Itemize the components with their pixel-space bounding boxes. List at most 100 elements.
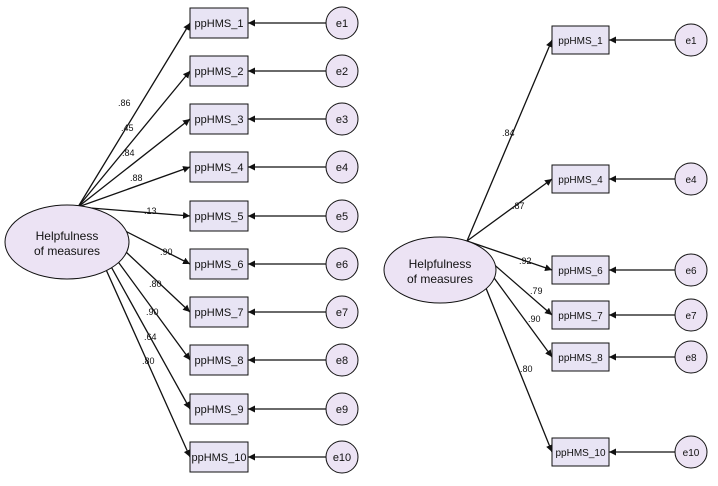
indicator-box [189,103,249,135]
error-term-circle [325,54,359,88]
error-term-label: e4 [336,162,348,174]
indicator-box [189,393,249,425]
loading-value: .13 [144,206,157,216]
loading-path [77,118,191,208]
loading-path [466,39,553,242]
loading-value: .79 [530,286,543,296]
error-term-circle [325,343,359,377]
loading-path [77,206,191,219]
latent-variable-helpfulness [383,236,497,304]
error-term-label: e1 [336,18,348,30]
error-term-label: e4 [685,175,697,186]
indicator-box [551,342,610,372]
error-term-circle [674,162,708,196]
latent-label-line1: Helpfulness [36,229,99,243]
loading-value: .92 [519,256,532,266]
error-term-circle [674,298,708,332]
indicator-label: ppHMS_9 [195,404,244,416]
loading-value: .88 [130,173,143,183]
latent-label-line2: of measures [407,272,473,286]
indicator-label: ppHMS_10 [555,448,605,459]
indicator-label: ppHMS_6 [558,266,603,277]
right-loading-paths [466,39,553,453]
right-measurement-model: Helpfulness of measures ppHMS_1ppHMS_4pp… [383,23,708,469]
loading-path [77,22,191,208]
indicator-label: ppHMS_5 [195,211,244,223]
loading-path [77,166,191,208]
error-term-label: e2 [336,66,348,78]
error-term-circle [674,340,708,374]
indicator-box [189,248,249,280]
indicator-box [189,344,249,376]
error-term-label: e8 [685,353,697,364]
loading-path [466,240,553,272]
error-term-circle [325,247,359,281]
error-term-label: e8 [336,355,348,367]
right-indicators: ppHMS_1 ppHMS_4 ppHMS_6 ppHMS_7 ppHMS_8 ppHMS… [551,25,610,467]
indicator-box [189,151,249,183]
error-term-label: e10 [333,452,351,464]
left-loadings: .86.45.84.88.13.90.80.90.64.80 [118,98,173,366]
indicator-label: ppHMS_7 [558,311,603,322]
latent-variable-helpfulness [4,204,130,280]
loading-value: .80 [520,364,533,374]
error-term-label: e6 [685,266,697,277]
latent-label-line1: Helpfulness [409,257,472,271]
error-term-label: e5 [336,211,348,223]
error-term-label: e9 [336,404,348,416]
indicator-box [189,200,249,232]
indicator-box [189,296,249,328]
error-term-circle [674,23,708,57]
loading-value: .45 [121,123,134,133]
error-term-label: e7 [336,307,348,319]
indicator-label: ppHMS_6 [195,259,244,271]
error-term-circle [674,253,708,287]
error-term-circle [325,199,359,233]
indicator-label: ppHMS_10 [191,452,246,464]
error-term-label: e1 [685,36,697,47]
loading-value: .90 [160,247,173,257]
loading-value: .80 [142,356,155,366]
right-loadings: .84 .87 .92 .79 .90 .80 [502,128,543,374]
error-term-label: e10 [683,448,700,459]
left-error-paths [248,19,326,461]
indicator-label: ppHMS_8 [558,353,603,364]
loading-value: .86 [118,98,131,108]
error-term-circle [325,6,359,40]
error-term-label: e6 [336,259,348,271]
loading-value: .84 [502,128,515,138]
loading-value: .87 [512,201,525,211]
indicator-box [551,25,610,55]
indicator-label: ppHMS_4 [558,175,603,186]
latent-label-line2: of measures [34,244,100,258]
error-term-label: e7 [685,311,697,322]
indicator-label: ppHMS_8 [195,355,244,367]
right-error-terms: e1 e4 e6 e7 e8 e10 [674,23,708,469]
error-term-circle [325,102,359,136]
loading-value: .90 [146,307,159,317]
indicator-box [551,300,610,330]
indicator-label: ppHMS_1 [195,18,244,30]
loading-path [466,178,553,242]
indicator-box [551,255,610,285]
right-error-paths [609,36,675,456]
indicator-label: ppHMS_4 [195,162,244,174]
error-term-circle [325,392,359,426]
indicator-label: ppHMS_7 [195,307,244,319]
loading-value: .84 [122,148,135,158]
indicator-box [189,441,249,473]
left-indicators: ppHMS_1ppHMS_2ppHMS_3ppHMS_4ppHMS_5ppHMS… [189,7,249,473]
indicator-box [551,437,610,467]
indicator-box [189,55,249,87]
indicator-box [551,164,610,194]
indicator-label: ppHMS_3 [195,114,244,126]
error-term-circle [674,435,708,469]
error-term-circle [325,150,359,184]
indicator-box [189,7,249,39]
loading-value: .90 [528,314,541,324]
left-measurement-model: Helpfulness of measures ppHMS_1ppHMS_2pp… [4,6,359,474]
indicator-label: ppHMS_1 [558,36,603,47]
error-term-circle [325,295,359,329]
